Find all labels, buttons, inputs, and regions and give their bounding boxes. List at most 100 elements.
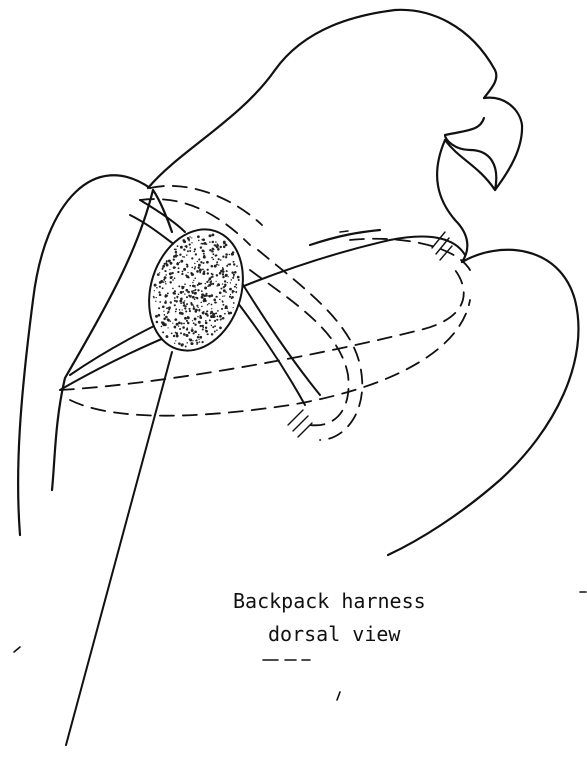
speckle-dot — [172, 288, 174, 290]
speckle-dot — [198, 321, 201, 324]
speckle-dot — [175, 251, 177, 253]
speckle-dot — [197, 316, 198, 317]
speckle-dot — [199, 316, 202, 319]
speckle-dot — [212, 326, 214, 328]
speckle-dot — [199, 336, 202, 339]
speckle-dot — [230, 294, 231, 295]
speckle-dot — [200, 325, 202, 327]
speckle-dot — [189, 310, 191, 312]
speckle-dot — [205, 293, 207, 295]
speckle-dot — [215, 313, 216, 314]
speckle-dot — [193, 251, 195, 253]
loop-dashed-front — [60, 270, 464, 390]
speckle-dot — [210, 280, 212, 282]
speckle-dot — [169, 269, 170, 270]
speckle-dot — [203, 300, 206, 303]
speckle-dot — [184, 317, 187, 320]
speckle-dot — [197, 267, 199, 269]
strap-diagonal-solid-a — [228, 290, 305, 405]
speckle-dot — [194, 277, 196, 279]
speckle-dot — [224, 307, 226, 309]
loop-dashed-inner — [250, 270, 349, 425]
speckle-dot — [191, 242, 192, 243]
speckle-dot — [186, 342, 187, 343]
speckle-dot — [224, 295, 225, 296]
speckle-dot — [183, 323, 185, 325]
speckle-dot — [188, 238, 191, 241]
speckle-dot — [191, 257, 193, 259]
speckle-dot — [193, 307, 196, 310]
speckle-dot — [211, 274, 213, 276]
speckle-dot — [189, 236, 190, 237]
speckle-dot — [202, 328, 204, 330]
speckle-dot — [212, 253, 214, 255]
speckle-dot — [227, 311, 228, 312]
speckle-dot — [192, 343, 194, 345]
speckle-dot — [179, 254, 181, 256]
speckle-dot — [163, 322, 165, 324]
speckle-dot — [189, 243, 191, 245]
speckle-dot — [176, 335, 179, 338]
speckle-dot — [173, 255, 176, 258]
speckle-dot — [225, 253, 228, 256]
speckle-dot — [165, 262, 167, 264]
speckle-dot — [180, 246, 183, 249]
speckle-dot — [224, 280, 226, 282]
speckle-dot — [192, 296, 195, 299]
speckle-dot — [167, 327, 168, 328]
speckle-dot — [200, 302, 202, 304]
speckle-dot — [168, 260, 171, 263]
speckle-dot — [187, 327, 189, 329]
speckle-dot — [197, 307, 198, 308]
speckle-dot — [162, 331, 164, 333]
speckle-dot — [194, 285, 196, 287]
speckle-dot — [178, 267, 180, 269]
speckle-dot — [167, 292, 169, 294]
speckle-dot — [200, 261, 202, 263]
speckle-dot — [224, 313, 226, 315]
speckle-dot — [213, 298, 216, 301]
scan-mark-left — [14, 647, 20, 652]
speckle-dot — [172, 322, 173, 323]
speckle-dot — [235, 284, 237, 286]
speckle-dot — [169, 272, 172, 275]
speckle-dot — [166, 260, 168, 262]
speckle-dot — [212, 258, 214, 260]
speckle-dot — [174, 249, 175, 250]
speckle-dot — [192, 274, 194, 276]
speckle-dot — [197, 289, 199, 291]
speckle-dot — [167, 319, 170, 322]
speckle-dot — [227, 263, 229, 265]
speckle-dot — [168, 307, 169, 308]
speckle-dot — [161, 326, 163, 328]
speckle-dot — [165, 283, 167, 285]
speckle-dot — [188, 308, 190, 310]
speckle-dot — [187, 316, 189, 318]
speckle-dot — [171, 333, 173, 335]
speckle-dot — [185, 289, 188, 292]
speckle-dot — [224, 285, 226, 287]
speckle-dot — [174, 318, 177, 321]
speckle-dot — [164, 301, 167, 304]
speckle-dot — [233, 263, 235, 265]
speckle-dot — [211, 250, 214, 253]
speckle-dot — [232, 277, 234, 279]
speckle-dot — [209, 241, 211, 243]
speckle-dot — [216, 261, 218, 263]
speckle-dot — [174, 300, 176, 302]
speckle-dot — [174, 343, 175, 344]
head-outline — [148, 10, 496, 188]
speckle-dot — [191, 303, 193, 305]
speckle-dot — [172, 279, 174, 281]
speckle-dot — [199, 269, 202, 272]
speckle-dot — [222, 256, 224, 258]
speckle-dot — [217, 283, 220, 286]
speckle-dot — [175, 311, 177, 313]
speckle-dot — [222, 267, 223, 268]
speckle-dot — [222, 268, 224, 270]
speckle-dot — [214, 325, 216, 327]
speckle-dot — [212, 315, 215, 318]
speckle-dot — [175, 340, 176, 341]
speckle-dot — [208, 295, 211, 298]
speckle-dot — [216, 246, 219, 249]
